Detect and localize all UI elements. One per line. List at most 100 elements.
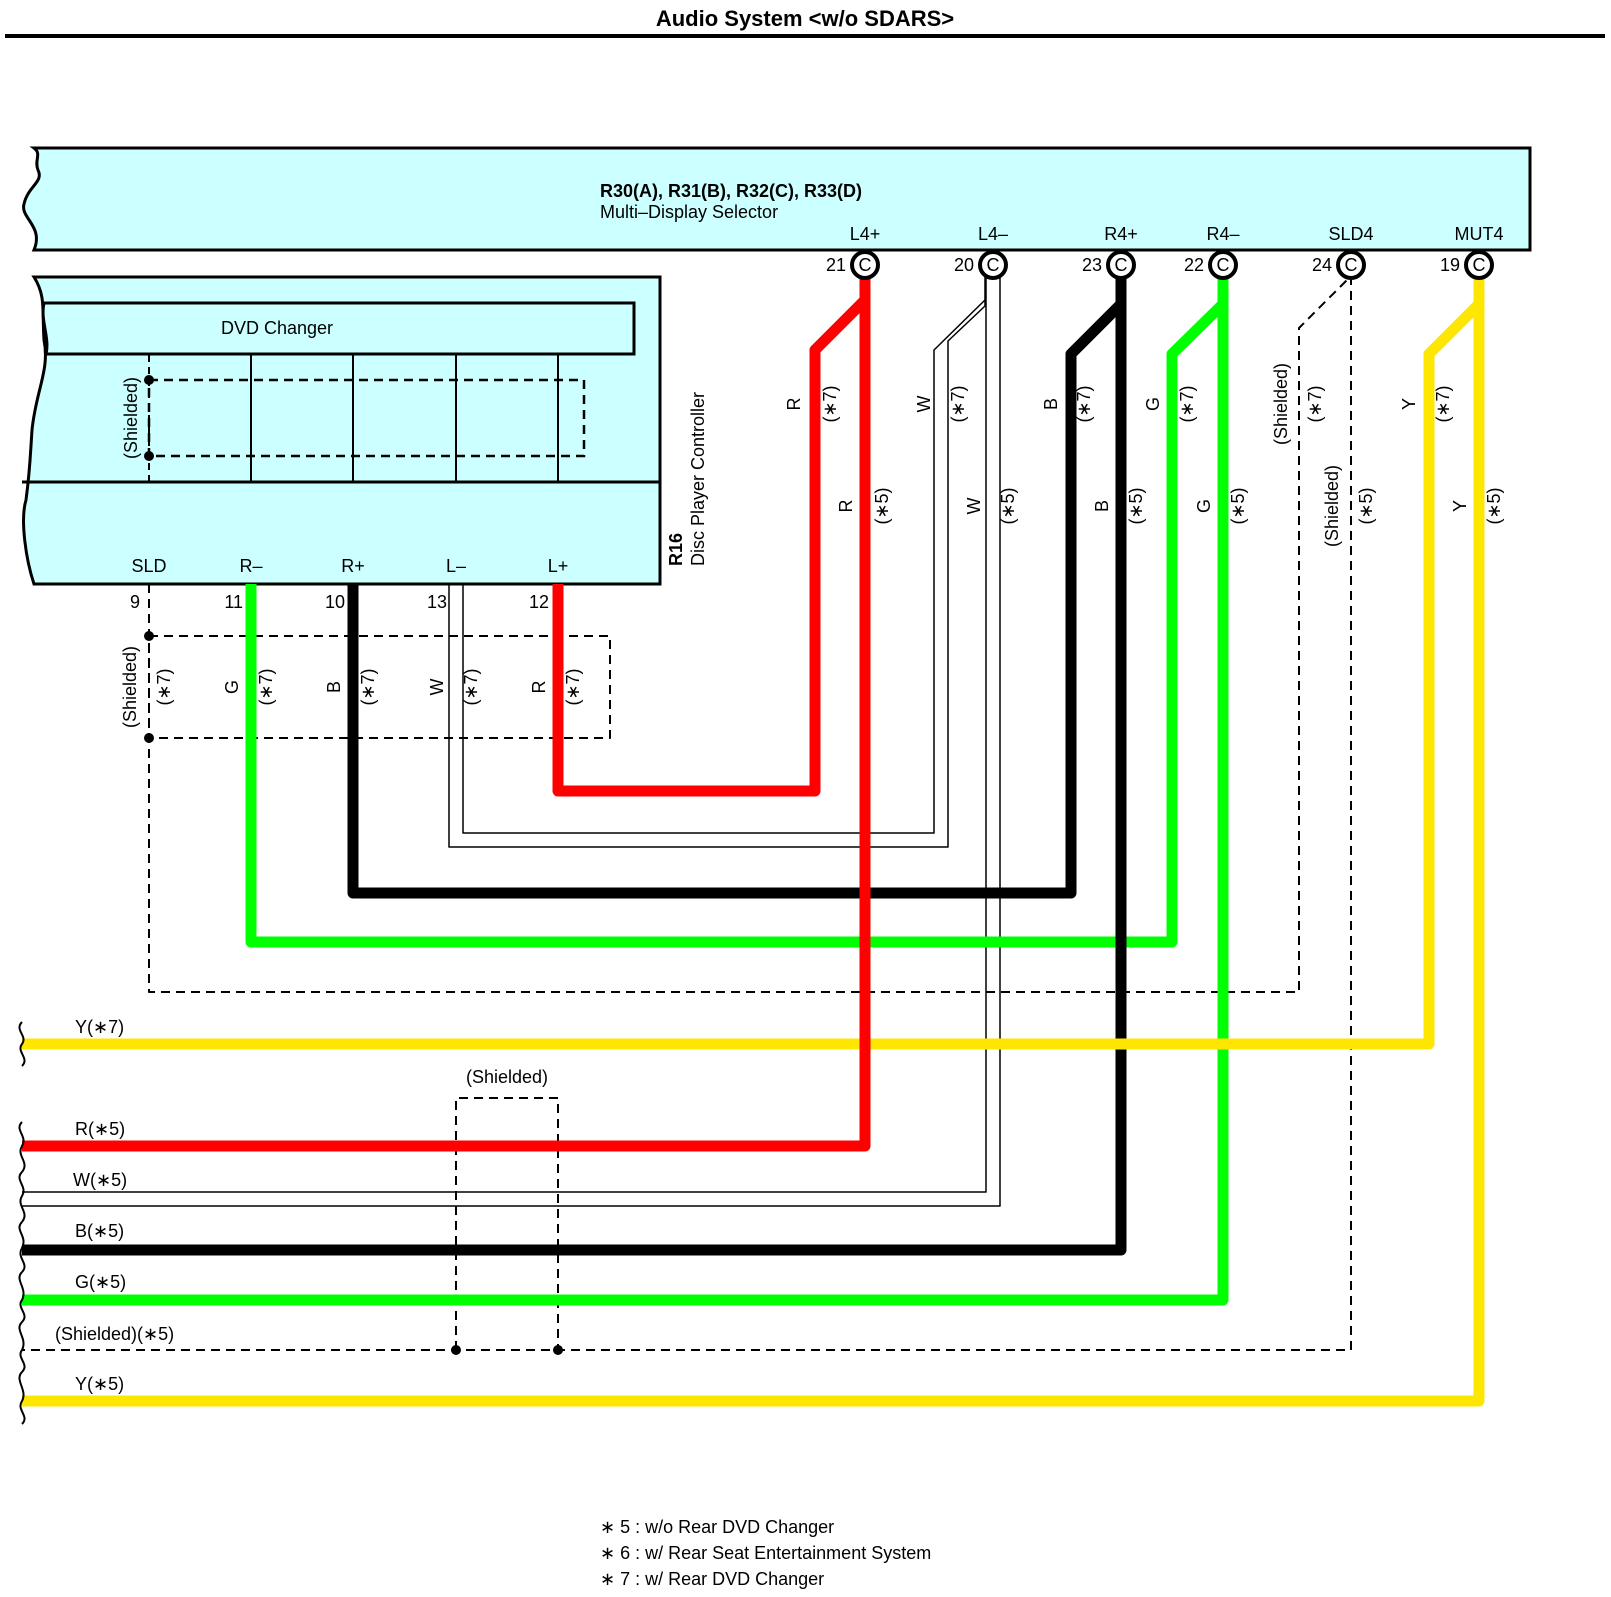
shield-dot: [144, 451, 154, 461]
ctrl-pin-label-sld: SLD: [131, 556, 166, 576]
sel-pin-num-20: 20: [954, 255, 974, 275]
sel-pin-label-mut4: MUT4: [1455, 224, 1504, 244]
wire-r5: [22, 276, 871, 1152]
connector-letter: C: [1115, 255, 1128, 275]
bottom-wire-label: W(∗5): [73, 1170, 127, 1190]
controller-code: R16: [666, 533, 686, 566]
wire-tags-lower: (Shielded) (∗7) G (∗7) B (∗7) W (∗7) R (…: [120, 646, 583, 728]
tag-n7: (∗7): [1305, 385, 1325, 422]
ctrl-pin-label-r-plus: R+: [341, 556, 365, 576]
break-mark: [18, 1121, 26, 1173]
tag-n7: (∗7): [256, 668, 276, 705]
bottom-wire-label: Y(∗5): [75, 1374, 124, 1394]
sel-pin-num-21: 21: [826, 255, 846, 275]
shield-dot: [144, 733, 154, 743]
sel-pin-label-l4-plus: L4+: [850, 224, 881, 244]
tag-g: G: [222, 680, 242, 694]
tag-g: G: [1143, 397, 1163, 411]
bottom-wire-labels: Y(∗7) R(∗5) W(∗5) B(∗5) G(∗5) (Shielded)…: [55, 1017, 548, 1394]
connector-letter: C: [1473, 255, 1486, 275]
dvd-changer-box: [41, 301, 636, 356]
sel-pin-num-23: 23: [1082, 255, 1102, 275]
ctrl-pin-num-12: 12: [529, 592, 549, 612]
diagram-title: Audio System <w/o SDARS>: [656, 6, 954, 31]
wire-tags-upper: R (∗7) W (∗7) B (∗7) G (∗7) (Shielded) (…: [784, 363, 1504, 547]
break-mark: [18, 1271, 26, 1323]
tag-r: R: [529, 681, 549, 694]
break-mark: [18, 1321, 26, 1373]
tag-y: Y: [1399, 398, 1419, 410]
tag-shielded: (Shielded): [1271, 363, 1291, 445]
wire-sld4-main: [22, 276, 1352, 1351]
tag-n7: (∗7): [154, 668, 174, 705]
shield-box-mid: [148, 635, 611, 739]
bottom-shield-label: (Shielded): [466, 1067, 548, 1087]
tag-n7: (∗7): [461, 668, 481, 705]
tag-shielded: (Shielded): [120, 646, 140, 728]
tag-n7: (∗7): [1177, 385, 1197, 422]
tag-n5: (∗5): [1228, 487, 1248, 524]
tag-shielded: (Shielded): [1322, 465, 1342, 547]
connector-22: C: [1208, 250, 1238, 280]
connector-20: C: [978, 250, 1008, 280]
tag-g: G: [1194, 499, 1214, 513]
bottom-wire-label: G(∗5): [75, 1272, 126, 1292]
connector-letter: C: [987, 255, 1000, 275]
connector-letter: C: [859, 255, 872, 275]
tag-b: B: [1041, 398, 1061, 410]
break-mark: [18, 1371, 26, 1425]
connector-19: C: [1464, 250, 1494, 280]
wire-w7-inner: [462, 299, 986, 834]
tag-w: W: [964, 498, 984, 515]
shield-dot: [553, 1345, 563, 1355]
sel-pin-num-24: 24: [1312, 255, 1332, 275]
internal-shield: [147, 378, 586, 458]
multi-display-selector: R30(A), R31(B), R32(C), R33(D) Multi–Dis…: [22, 146, 1532, 252]
break-mark: [18, 1021, 26, 1067]
tag-y: Y: [1450, 500, 1470, 512]
sel-pin-label-l4-minus: L4–: [978, 224, 1008, 244]
tag-n7: (∗7): [820, 385, 840, 422]
break-marks: [18, 1021, 26, 1425]
shield-dots: [144, 631, 563, 1355]
tag-w: W: [914, 396, 934, 413]
ctrl-pin-num-10: 10: [325, 592, 345, 612]
tag-n7: (∗7): [358, 668, 378, 705]
selector-pins: L4+ L4– R4+ R4– SLD4 MUT4 21 20 23 22 24…: [826, 224, 1504, 275]
sel-pin-label-sld4: SLD4: [1328, 224, 1373, 244]
note-6: ∗ 6 : w/ Rear Seat Entertainment System: [600, 1543, 931, 1563]
wire-b5: [22, 276, 1127, 1256]
connector-letter: C: [1217, 255, 1230, 275]
tag-w: W: [427, 679, 447, 696]
bottom-wire-label: (Shielded)(∗5): [55, 1324, 174, 1344]
connector-24: C: [1336, 250, 1366, 280]
notes: ∗ 5 : w/o Rear DVD Changer ∗ 6 : w/ Rear…: [600, 1517, 931, 1589]
connector-23: C: [1106, 250, 1136, 280]
ctrl-pin-num-11: 11: [224, 592, 243, 612]
connector-21: C: [850, 250, 880, 280]
tag-n7: (∗7): [563, 668, 583, 705]
break-mark: [18, 1171, 26, 1223]
selector-code: R30(A), R31(B), R32(C), R33(D): [600, 181, 862, 201]
sel-pin-label-r4-minus: R4–: [1206, 224, 1239, 244]
sel-pin-label-r4-plus: R4+: [1104, 224, 1138, 244]
break-mark: [18, 1221, 26, 1273]
connector-letter: C: [1345, 255, 1358, 275]
ctrl-pin-label-l-minus: L–: [446, 556, 466, 576]
connectors: C C C C C C: [850, 250, 1494, 280]
wire-w5-outer: [22, 276, 1001, 1207]
tag-n7: (∗7): [1433, 385, 1453, 422]
note-7: ∗ 7 : w/ Rear DVD Changer: [600, 1569, 824, 1589]
ctrl-pin-label-r-minus: R–: [239, 556, 262, 576]
tag-n7: (∗7): [948, 385, 968, 422]
shield-dot: [144, 375, 154, 385]
tag-b: B: [1092, 500, 1112, 512]
wire-g5: [22, 276, 1229, 1306]
internal-shield-label: (Shielded): [121, 377, 141, 459]
wires: [22, 275, 1485, 1407]
ctrl-pin-num-9: 9: [130, 592, 140, 612]
sel-pin-num-22: 22: [1184, 255, 1204, 275]
bottom-wire-label: B(∗5): [75, 1221, 124, 1241]
wire-w5-inner: [22, 276, 987, 1193]
